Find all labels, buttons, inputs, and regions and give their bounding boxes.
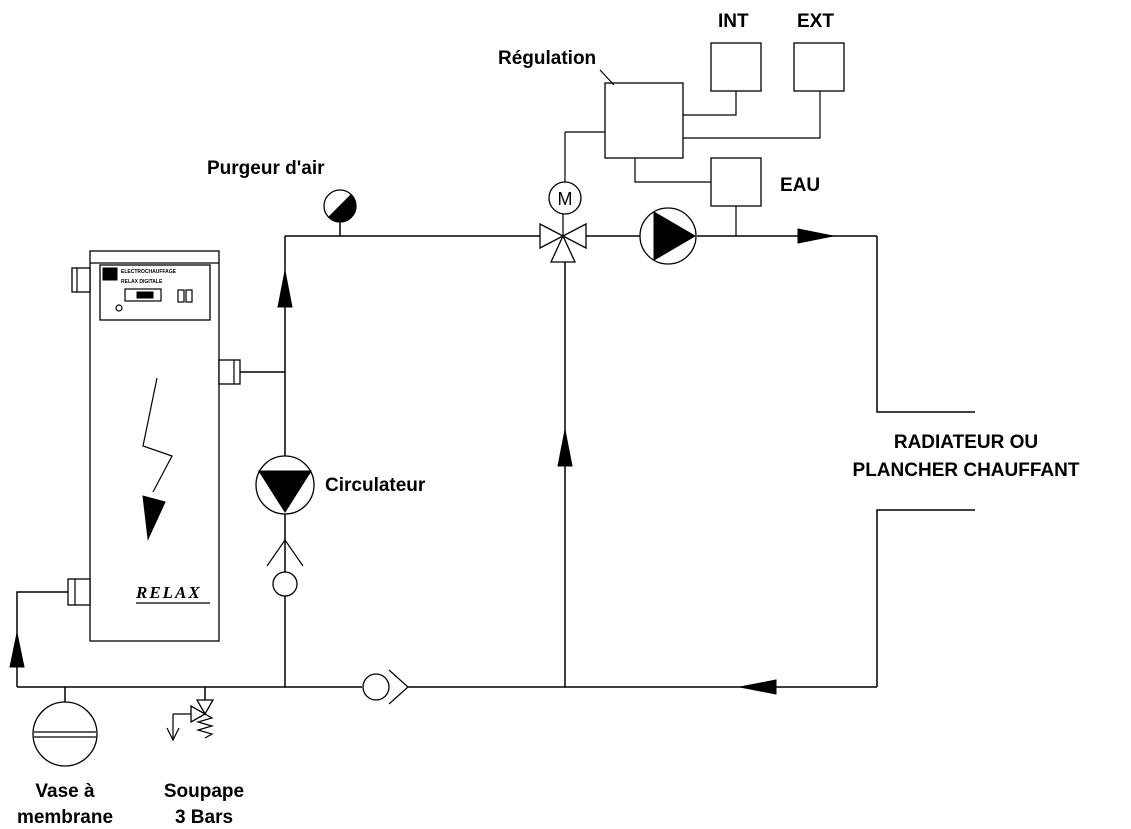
arrow-left-icon [739,679,777,695]
int-label: INT [718,11,749,32]
pump-arrow-icon [653,211,696,261]
panel-switch [177,289,185,303]
soupape-label: Soupape [164,781,244,802]
boiler-inlet-fitting [67,578,91,606]
expansion-vessel-icon [32,701,98,767]
soupape-label: 3 Bars [175,807,233,828]
labels: Régulation INT EXT EAU Purgeur d'air Cir… [17,11,1080,828]
boiler-return-pipe [16,591,68,687]
arrow-up-icon [9,632,25,668]
panel-switch [185,289,193,303]
spring-icon [195,713,215,739]
panel-led [115,304,123,312]
flow-arrows [9,228,834,695]
three-way-valve: M [539,131,605,263]
eau-sensor-box [710,157,762,207]
check-valve-icon [388,669,409,705]
panel-text: RELAX DIGITALE [121,279,163,285]
expansion-vessel [32,687,98,767]
regulation-box [604,82,684,159]
radiator-return-pipe [876,509,975,687]
boiler-outlet-fitting [218,359,241,385]
air-purger [323,189,357,236]
panel-text: ELECTROCHAUFFAGE [121,269,177,275]
radiateur-label: PLANCHER CHAUFFANT [853,460,1080,481]
boiler: ELECTROCHAUFFAGE RELAX DIGITALE RELAX [67,250,241,642]
radiateur-label: RADIATEUR OU [894,432,1038,453]
boiler-logo-icon [102,267,118,281]
purgeur-label: Purgeur d'air [207,158,325,179]
safety-valve [166,687,215,742]
ext-sensor-box [793,42,845,92]
panel-display [124,288,162,302]
vase-label: membrane [17,807,113,828]
radiator-supply-pipe [876,236,975,413]
lightning-icon [142,377,173,493]
eau-label: EAU [780,175,820,196]
check-valve-icon [266,538,304,567]
arrow-up-icon [277,270,293,308]
secondary-pump [639,207,697,265]
regulation-group [599,42,845,236]
ext-label: EXT [797,11,834,32]
boiler-brand: RELAX [135,583,202,602]
circulator-pump [255,455,315,515]
check-valve-horizontal [362,669,409,705]
motor-label: M [558,189,573,209]
regulation-label: Régulation [498,48,596,69]
arrow-up-icon [557,429,573,467]
arrow-right-icon [797,228,834,244]
vase-label: Vase à [35,781,95,802]
check-valve-vertical [266,538,304,597]
lightning-arrow-icon [142,495,166,541]
pump-arrow-icon [258,470,312,513]
int-sensor-box [710,42,762,92]
boiler-fitting [71,267,91,293]
circulateur-label: Circulateur [325,475,426,496]
